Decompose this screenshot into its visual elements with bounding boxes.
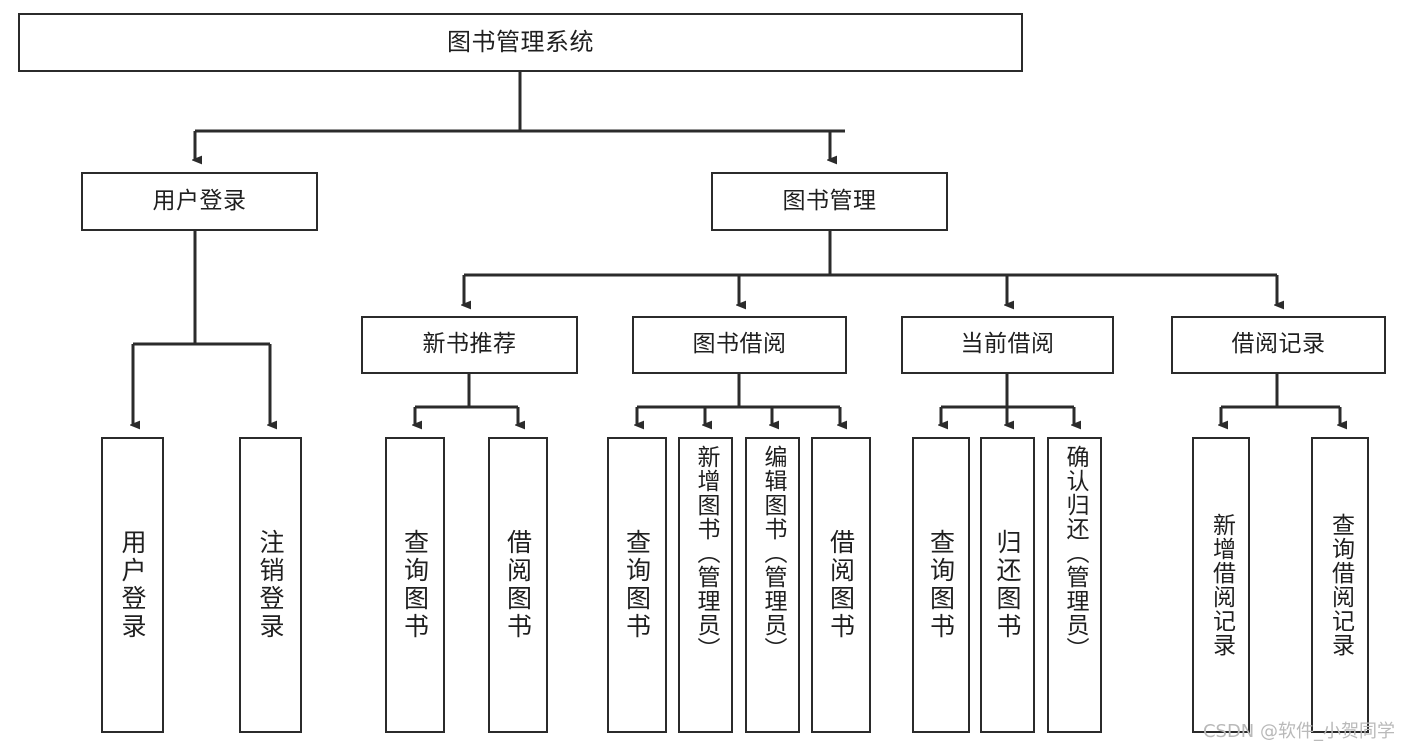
node-label: 图书管理 xyxy=(782,187,877,214)
leaf-add-borrow-record[interactable]: 新增借阅记录 xyxy=(1192,437,1250,733)
node-label: 借阅图书 xyxy=(503,529,533,641)
node-label: 图书管理系统 xyxy=(447,28,594,57)
node-new-book-recommend[interactable]: 新书推荐 xyxy=(361,316,578,374)
leaf-query-book-recommend[interactable]: 查询图书 xyxy=(385,437,445,733)
leaf-borrow-book[interactable]: 借阅图书 xyxy=(811,437,871,733)
leaf-borrow-book-recommend[interactable]: 借阅图书 xyxy=(488,437,548,733)
leaf-edit-book-admin[interactable]: 编辑图书（管理员） xyxy=(745,437,800,733)
node-book-management[interactable]: 图书管理 xyxy=(711,172,948,231)
node-user-login[interactable]: 用户登录 xyxy=(81,172,318,231)
node-label: 确认归还（管理员） xyxy=(1062,445,1088,661)
node-label: 查询图书 xyxy=(622,529,652,641)
node-current-borrow[interactable]: 当前借阅 xyxy=(901,316,1114,374)
leaf-user-login[interactable]: 用户登录 xyxy=(101,437,164,733)
leaf-query-book-borrow[interactable]: 查询图书 xyxy=(607,437,667,733)
node-label: 新增图书（管理员） xyxy=(693,445,719,661)
node-borrow-records[interactable]: 借阅记录 xyxy=(1171,316,1386,374)
node-label: 查询借阅记录 xyxy=(1327,513,1354,657)
leaf-return-book[interactable]: 归还图书 xyxy=(980,437,1035,733)
node-label: 当前借阅 xyxy=(960,331,1055,358)
leaf-logout[interactable]: 注销登录 xyxy=(239,437,302,733)
node-label: 新增借阅记录 xyxy=(1208,513,1235,657)
node-label: 图书借阅 xyxy=(692,331,787,358)
node-book-borrow[interactable]: 图书借阅 xyxy=(632,316,847,374)
csdn-watermark: CSDN @软件_小贺同学 xyxy=(1202,721,1395,742)
node-label: 归还图书 xyxy=(993,529,1022,641)
node-label: 用户登录 xyxy=(118,529,147,641)
node-label: 用户登录 xyxy=(152,187,247,214)
node-label: 查询图书 xyxy=(400,529,430,641)
node-label: 编辑图书（管理员） xyxy=(760,445,786,661)
node-label: 注销登录 xyxy=(256,529,285,641)
node-label: 查询图书 xyxy=(926,529,956,641)
leaf-query-book-current[interactable]: 查询图书 xyxy=(912,437,970,733)
leaf-query-borrow-record[interactable]: 查询借阅记录 xyxy=(1311,437,1369,733)
leaf-add-book-admin[interactable]: 新增图书（管理员） xyxy=(678,437,733,733)
leaf-confirm-return-admin[interactable]: 确认归还（管理员） xyxy=(1047,437,1102,733)
node-label: 新书推荐 xyxy=(422,331,517,358)
node-label: 借阅记录 xyxy=(1231,331,1326,358)
node-label: 借阅图书 xyxy=(826,529,856,641)
node-root-system[interactable]: 图书管理系统 xyxy=(18,13,1023,72)
